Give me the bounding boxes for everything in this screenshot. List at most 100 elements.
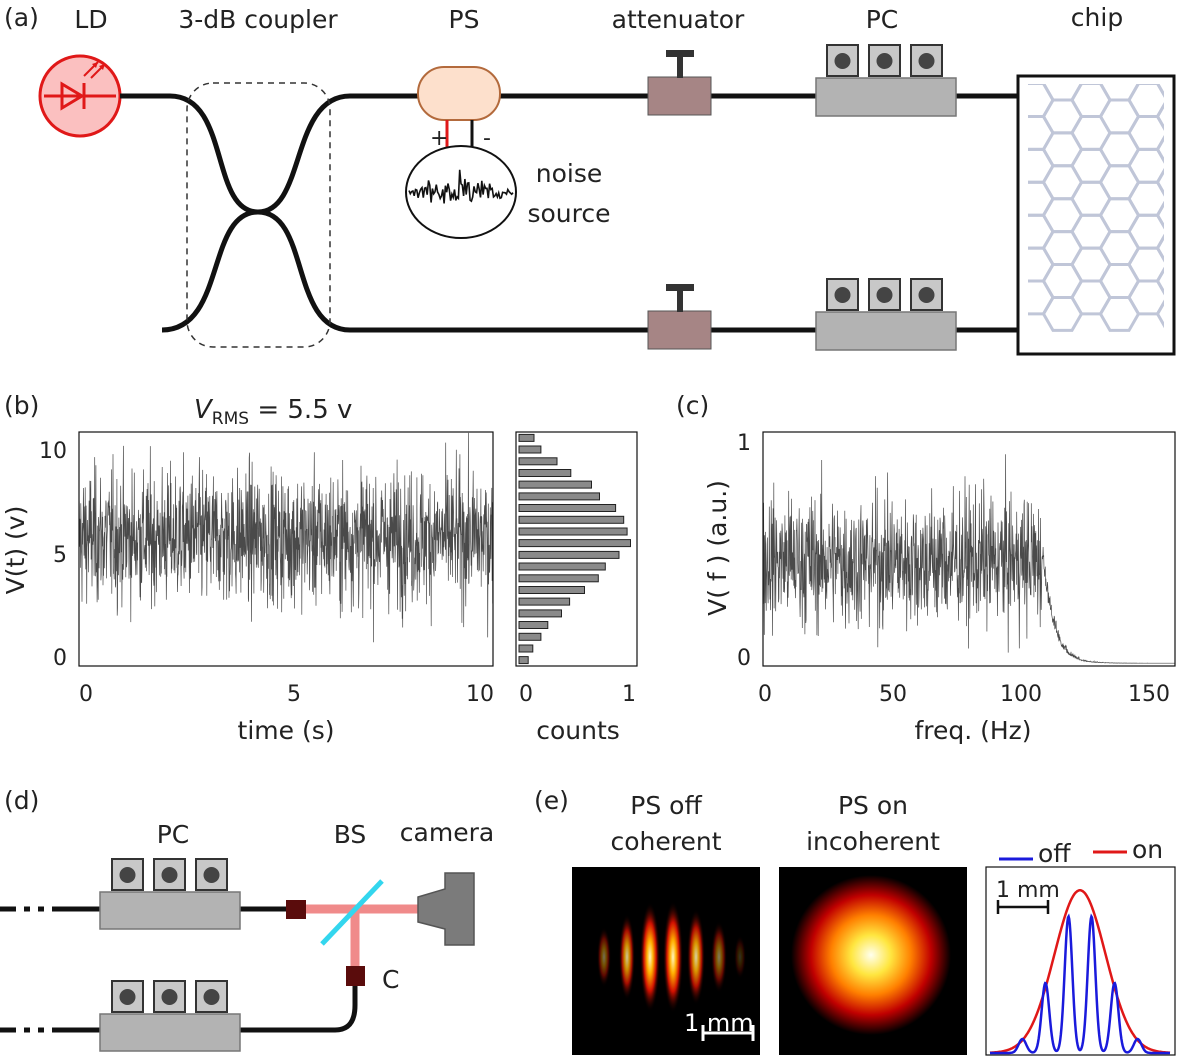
xtick-c-100: 100 <box>1000 682 1042 707</box>
histogram-bar <box>518 445 542 454</box>
incoherent-spot <box>791 875 951 1035</box>
coupler-box <box>186 82 331 348</box>
panel-a-label: (a) <box>4 3 39 32</box>
ld-label: LD <box>74 5 107 34</box>
chip-label: chip <box>1071 3 1123 32</box>
panel-a: (a) LD 3-dB coupler PS attenuator PC chi… <box>4 3 1176 356</box>
interference-fringes <box>597 901 746 1013</box>
fiber-paths <box>120 93 1018 333</box>
polarization-controller-d-bottom-icon <box>99 980 241 1052</box>
polarization-controller-bottom-icon <box>815 278 957 351</box>
xtick-b-5: 5 <box>287 682 301 707</box>
profile-frame <box>985 866 1176 1056</box>
panel-d-label: (d) <box>4 786 39 815</box>
xtick-c-50: 50 <box>879 682 907 707</box>
profile-scale-label: 1 mm <box>996 878 1060 903</box>
noise-source-icon <box>405 145 517 239</box>
ytick-c-1: 1 <box>737 431 751 456</box>
noise-label: noise <box>536 159 603 188</box>
panel-b: (b) VRMS = 5.5 v 10 5 0 0 5 10 time (s) … <box>1 391 638 745</box>
collimator-label: C <box>382 965 399 994</box>
pc-label: PC <box>866 5 899 34</box>
camera-icon <box>417 872 475 946</box>
ylabel-b: V(t) (v) <box>1 506 30 595</box>
attenuator-bottom-icon <box>647 284 712 350</box>
plot-c-frame <box>762 431 1176 667</box>
collimator-bottom-icon <box>346 966 365 986</box>
histogram-bar <box>518 574 599 583</box>
histogram-bar <box>518 621 549 629</box>
xtick-c-0: 0 <box>758 682 772 707</box>
pc-d-label: PC <box>157 820 190 849</box>
laser-diode-icon <box>38 54 122 138</box>
histogram-bar <box>518 515 625 524</box>
histogram-bar <box>518 597 571 606</box>
profile-off-series <box>990 913 1170 1055</box>
bs-label: BS <box>334 820 367 849</box>
camera-label: camera <box>400 818 494 847</box>
histogram-bar <box>518 562 606 571</box>
scale-bar-label: 1 mm <box>684 1009 754 1037</box>
legend-off-label: off <box>1038 839 1071 868</box>
histogram-bar <box>518 433 535 442</box>
xtick-c-150: 150 <box>1128 682 1170 707</box>
minus-sign: - <box>483 126 491 151</box>
laser-beams <box>305 904 418 968</box>
source-label: source <box>527 199 610 228</box>
histogram-bar <box>518 539 631 548</box>
spectrum-series <box>763 454 1175 664</box>
panel-e: (e) PS off coherent PS on incoherent 1 m… <box>534 786 1176 1056</box>
incoherent-label: incoherent <box>806 827 940 856</box>
hist-xtick-0: 0 <box>519 682 533 707</box>
polarization-controller-d-top-icon <box>99 858 241 930</box>
attenuator-top-icon <box>647 50 712 116</box>
xlabel-b: time (s) <box>238 716 335 745</box>
hist-xlabel: counts <box>536 716 620 745</box>
hist-xtick-1: 1 <box>622 682 636 707</box>
panel-d: (d) PC BS camera C <box>0 786 494 1052</box>
histogram-bar <box>518 550 620 559</box>
phase-shifter-icon <box>417 66 501 121</box>
histogram-bar <box>518 644 534 653</box>
polarization-controller-top-icon <box>815 44 957 117</box>
plot-b-frame <box>78 431 494 667</box>
histogram-bar <box>518 457 558 466</box>
xtick-b-10: 10 <box>466 682 494 707</box>
histogram-bar <box>518 492 600 501</box>
panel-c-label: (c) <box>676 391 709 420</box>
ylabel-c: V( f ) (a.u.) <box>703 480 732 616</box>
ytick-c-0: 0 <box>737 646 751 671</box>
coherent-label: coherent <box>610 827 721 856</box>
vrms-label: VRMS = 5.5 v <box>194 395 352 429</box>
attenuator-label: attenuator <box>612 5 745 34</box>
histogram-bar <box>518 527 628 536</box>
collimator-top-icon <box>286 900 306 919</box>
histogram-bar <box>518 632 542 641</box>
ps-on-label: PS on <box>838 791 908 820</box>
histogram-bar <box>518 504 617 512</box>
ytick-b-10: 10 <box>39 439 67 464</box>
coupler-label: 3-dB coupler <box>178 5 338 34</box>
histogram-bar <box>518 586 585 594</box>
ytick-b-5: 5 <box>53 543 67 568</box>
panel-b-label: (b) <box>4 391 39 420</box>
time-trace-series <box>79 432 493 643</box>
beam-splitter-icon <box>320 879 384 946</box>
histogram-bar <box>518 609 562 618</box>
honeycomb-lattice <box>1028 84 1164 332</box>
xlabel-c: freq. (Hz) <box>914 716 1031 745</box>
histogram-bar <box>518 656 529 665</box>
noise-waveform <box>408 169 514 204</box>
ytick-b-0: 0 <box>53 646 67 671</box>
xtick-b-0: 0 <box>79 682 93 707</box>
plus-sign: + <box>430 126 448 151</box>
histogram-bar <box>518 469 572 477</box>
panel-c: (c) 1 0 0 50 100 150 freq. (Hz) V( f ) (… <box>676 391 1176 745</box>
ps-off-label: PS off <box>630 791 702 820</box>
legend-on-label: on <box>1132 835 1163 864</box>
fiber-paths-d <box>0 906 358 1033</box>
panel-e-label: (e) <box>534 786 569 815</box>
ps-label: PS <box>449 5 480 34</box>
histogram-frame <box>515 431 638 667</box>
